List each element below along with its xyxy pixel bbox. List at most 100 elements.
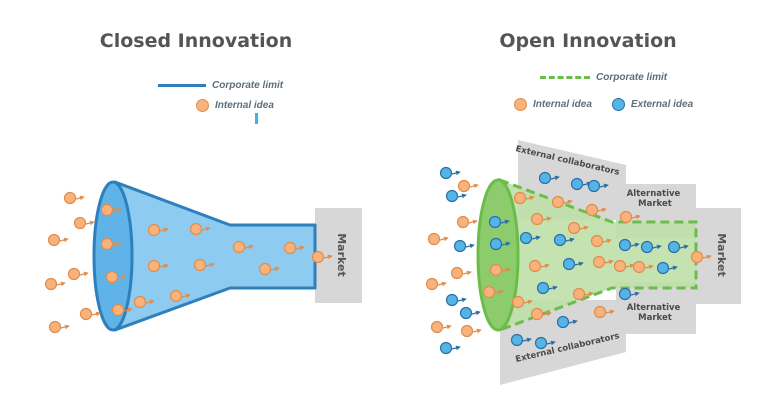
external-idea-icon (611, 98, 625, 111)
internal-idea-dot (258, 262, 272, 276)
internal-idea-dot (48, 320, 62, 334)
external-idea-dot (459, 306, 473, 320)
idea-arrow (546, 340, 556, 346)
idea-arrow (181, 293, 191, 299)
closed-ideas (44, 191, 333, 334)
internal-idea-dot (100, 203, 114, 217)
external-idea-dot (538, 171, 552, 185)
internal-idea-dot (100, 237, 114, 251)
idea-arrow (565, 237, 575, 243)
internal-idea-dot (44, 277, 58, 291)
internal-idea-dot (489, 263, 503, 277)
internal-idea-dot (79, 307, 93, 321)
idea-arrow (117, 274, 127, 280)
dashed-line-icon (540, 76, 590, 79)
open-legend-ideas: Internal idea External idea (514, 98, 693, 111)
internal-idea-dot (232, 240, 246, 254)
idea-arrow (75, 195, 85, 201)
idea-arrow (91, 311, 101, 317)
open-legend-internal-idea-label: Internal idea (533, 99, 592, 110)
closed-innovation-title: Closed Innovation (99, 30, 293, 52)
external-idea-dot (556, 315, 570, 329)
idea-arrow (79, 271, 89, 277)
idea-arrow (145, 299, 155, 305)
closed-legend-corporate-limit: Corporate limit (158, 80, 283, 91)
internal-idea-dot (111, 303, 125, 317)
idea-arrow (270, 266, 280, 272)
open-legend-idea-row: Internal idea External idea (514, 98, 693, 111)
idea-arrow (542, 311, 552, 317)
idea-arrow (462, 270, 472, 276)
external-idea-dot (562, 257, 576, 271)
external-idea-dot (439, 166, 453, 180)
external-idea-dot (667, 240, 681, 254)
alternative-market-bottom-label: Alternative Market (627, 303, 684, 323)
idea-arrow (604, 259, 614, 265)
external-idea-dot (618, 287, 632, 301)
idea-arrow (630, 291, 640, 297)
closed-legend-internal-idea: Internal idea (196, 99, 283, 112)
internal-idea-dot (193, 258, 207, 272)
idea-arrow (469, 183, 479, 189)
idea-arrow (468, 219, 478, 225)
idea-arrow (652, 244, 662, 250)
external-idea-dot (640, 240, 654, 254)
closed-legend: Corporate limit Internal idea (158, 80, 283, 112)
idea-arrow (323, 254, 333, 260)
external-idea-dot (488, 215, 502, 229)
idea-arrow (437, 281, 447, 287)
external-idea-dot (445, 293, 459, 307)
internal-idea-dot (632, 260, 646, 274)
internal-idea-dot (457, 179, 471, 193)
idea-arrow (568, 319, 578, 325)
internal-idea-dot (690, 250, 704, 264)
internal-idea-dot (450, 266, 464, 280)
idea-arrow (465, 243, 475, 249)
internal-idea-dot (593, 305, 607, 319)
idea-arrow (501, 267, 511, 273)
idea-arrow (471, 310, 481, 316)
external-idea-dot (439, 341, 453, 355)
internal-idea-dot (427, 232, 441, 246)
internal-idea-dot (425, 277, 439, 291)
open-legend-corporate-limit: Corporate limit (540, 72, 667, 83)
idea-arrow (295, 245, 305, 251)
internal-idea-dot (147, 223, 161, 237)
external-idea-dot (536, 281, 550, 295)
idea-arrow (525, 195, 535, 201)
internal-idea-icon (514, 98, 527, 111)
idea-arrow (457, 297, 467, 303)
internal-idea-dot (63, 191, 77, 205)
external-idea-dot (587, 179, 601, 193)
idea-arrow (679, 244, 689, 250)
idea-arrow (548, 285, 558, 291)
internal-idea-icon (196, 99, 209, 112)
internal-idea-dot (67, 267, 81, 281)
cursor-marker (255, 113, 258, 124)
idea-arrow (494, 289, 504, 295)
idea-arrow (112, 207, 122, 213)
idea-arrow (702, 254, 712, 260)
idea-arrow (599, 183, 609, 189)
idea-arrow (630, 242, 640, 248)
internal-idea-dot (169, 289, 183, 303)
solid-line-icon (158, 84, 206, 87)
idea-arrow (500, 219, 510, 225)
internal-idea-dot (133, 295, 147, 309)
idea-arrow (542, 216, 552, 222)
internal-idea-dot (456, 215, 470, 229)
external-idea-dot (534, 336, 548, 350)
closed-diagram: Market (92, 180, 362, 332)
external-collaborators-bottom-box (500, 300, 626, 385)
external-idea-dot (510, 333, 524, 347)
internal-idea-dot (528, 259, 542, 273)
closed-legend-internal-idea-label: Internal idea (215, 100, 274, 111)
idea-arrow (205, 262, 215, 268)
external-idea-dot (618, 238, 632, 252)
open-legend: Corporate limit (540, 72, 667, 83)
internal-idea-dot (619, 210, 633, 224)
idea-arrow (159, 263, 169, 269)
external-idea-dot (453, 239, 467, 253)
internal-idea-dot (147, 259, 161, 273)
